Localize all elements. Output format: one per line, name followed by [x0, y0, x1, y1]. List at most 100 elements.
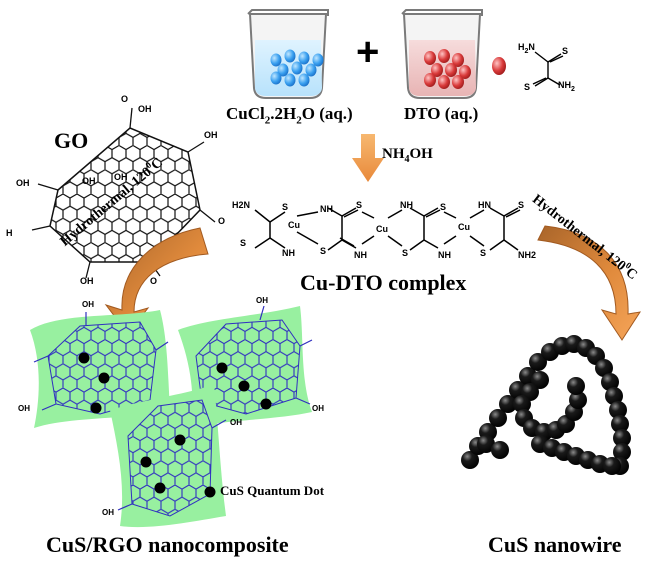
- go-oh-left: OH: [16, 178, 30, 188]
- cu-ion-particle: [284, 73, 296, 87]
- dto-beaker: [401, 9, 483, 99]
- complex-hn-1: HN: [478, 200, 491, 210]
- go-oh-center-2: OH: [82, 176, 96, 186]
- cus-rgo-nanocomposite-label: CuS/RGO nanocomposite: [46, 532, 289, 557]
- dto-nh2-label: NH2: [558, 80, 575, 93]
- cu-ion-particle: [291, 61, 303, 75]
- complex-s-7: S: [480, 248, 487, 258]
- rgo-sheet-3: [110, 384, 226, 528]
- dto-structure: [532, 51, 564, 87]
- dto-particle: [424, 51, 436, 65]
- rgo-oh-1: OH: [82, 300, 94, 309]
- nanowire-bead: [611, 415, 629, 433]
- dto-s-top-label: S: [562, 46, 569, 56]
- cus-quantum-dot: [90, 402, 102, 414]
- go-oh-bottom: OH: [80, 276, 94, 286]
- dto-molecule-particle: [492, 57, 506, 75]
- cu-ion-particle: [298, 73, 310, 87]
- rgo-sheet-1: [30, 310, 170, 428]
- complex-nh-3: NH: [400, 200, 413, 210]
- cus-quantum-dot: [154, 482, 166, 494]
- hydrothermal-arrow-right: [537, 225, 642, 341]
- complex-s-2: S: [240, 238, 247, 248]
- cus-nanowire: [461, 335, 631, 475]
- nanowire-bead: [491, 441, 509, 459]
- cu-ion-particle: [305, 63, 317, 77]
- nanowire-bead: [569, 391, 587, 409]
- dto-particle: [452, 75, 464, 89]
- dto-particle: [438, 75, 450, 89]
- dto-particle: [431, 63, 443, 77]
- complex-s-1: S: [282, 202, 289, 212]
- complex-s-4: S: [356, 200, 363, 210]
- nanowire-bead: [499, 395, 517, 413]
- go-label: GO: [54, 128, 89, 153]
- cus-quantum-dot: [78, 352, 90, 364]
- cucl2-label: CuCl2.2H2O (aq.): [226, 104, 353, 127]
- dto-particle: [452, 53, 464, 67]
- cu-dto-complex-structure: [254, 207, 521, 251]
- go-oh-center-1: OH: [114, 172, 128, 182]
- complex-s-8: S: [518, 200, 525, 210]
- go-o-bottom: O: [150, 276, 158, 286]
- cus-quantum-dot: [260, 398, 272, 410]
- nanowire-bead: [513, 395, 531, 413]
- nh4oh-label: NH4OH: [382, 146, 433, 165]
- nanowire-bead: [605, 387, 623, 405]
- complex-nh-1: NH: [282, 248, 295, 258]
- go-h-left: H: [6, 228, 13, 238]
- complex-cu-3: Cu: [458, 222, 470, 232]
- cu-ion-particles: [270, 49, 324, 87]
- cus-quantum-dot: [140, 456, 152, 468]
- rgo-functional-groups: [33, 305, 313, 511]
- down-arrow: [352, 134, 384, 182]
- cus-quantum-dot: [98, 372, 110, 384]
- nanowire-bead: [489, 409, 507, 427]
- complex-nh2-right: NH2: [518, 250, 537, 260]
- cus-nanowire-label: CuS nanowire: [488, 532, 622, 557]
- dto-s-bottom-label: S: [524, 82, 531, 92]
- cus-quantum-dots: [78, 352, 272, 494]
- cus-quantum-dot: [238, 380, 250, 392]
- rgo-oh-3: OH: [256, 296, 268, 305]
- cus-quantum-dot: [216, 362, 228, 374]
- dto-particle: [438, 49, 450, 63]
- dto-label: DTO (aq.): [404, 104, 479, 123]
- go-o-top: O: [121, 94, 129, 104]
- nanowire-bead: [601, 373, 619, 391]
- dto-particles: [424, 49, 471, 89]
- legend-dot-icon: [204, 486, 216, 498]
- complex-h2n-left: H2N: [232, 200, 251, 210]
- nanowire-bead: [531, 371, 549, 389]
- go-oh-right: OH: [204, 130, 218, 140]
- complex-nh-4: NH: [438, 250, 451, 260]
- legend-label: CuS Quantum Dot: [220, 483, 325, 498]
- nanowire-bead: [567, 377, 585, 395]
- rgo-oh-2: OH: [18, 404, 30, 413]
- nanowire-bead: [461, 451, 479, 469]
- nanowire-bead: [609, 401, 627, 419]
- complex-s-5: S: [402, 248, 409, 258]
- go-oh-top: OH: [138, 104, 152, 114]
- complex-cu-1: Cu: [288, 220, 300, 230]
- complex-nh-2: NH: [354, 250, 367, 260]
- cu-ion-particle: [284, 49, 296, 63]
- go-o-right: O: [218, 216, 226, 226]
- dto-particle: [424, 73, 436, 87]
- complex-s-6: S: [440, 202, 447, 212]
- rgo-oh-6: OH: [102, 508, 114, 517]
- nanowire-bead: [529, 353, 547, 371]
- nanowire-bead: [595, 359, 613, 377]
- rgo-oh-5: OH: [230, 418, 242, 427]
- complex-cu-2: Cu: [376, 224, 388, 234]
- cu-ion-particle: [312, 53, 324, 67]
- complex-n-1: NH: [320, 204, 333, 214]
- cu-ion-particle: [270, 71, 282, 85]
- nanowire-bead: [613, 429, 631, 447]
- dto-particle: [459, 65, 471, 79]
- rgo-oh-4: OH: [312, 404, 324, 413]
- dto-particle: [445, 63, 457, 77]
- cucl2-beaker: [247, 9, 329, 99]
